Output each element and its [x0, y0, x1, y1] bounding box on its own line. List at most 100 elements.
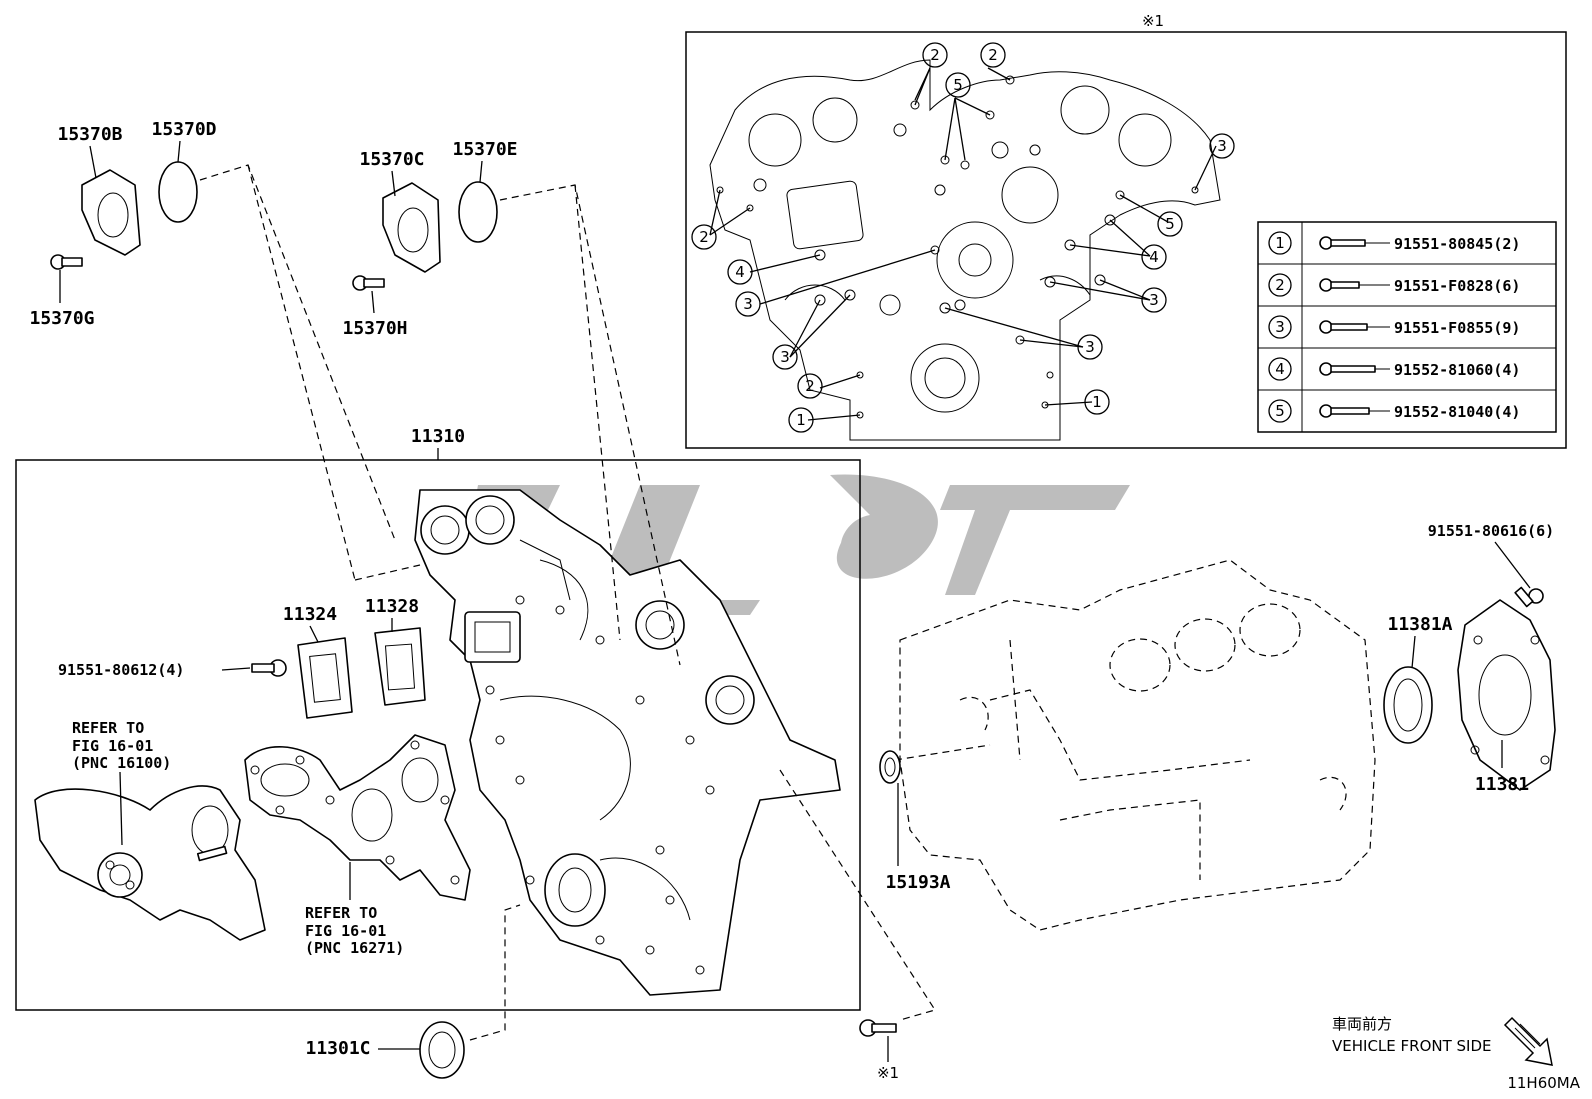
svg-text:3: 3 [1085, 338, 1095, 356]
svg-text:3: 3 [780, 348, 790, 366]
svg-text:5: 5 [1165, 215, 1175, 233]
bolt-table [1257, 221, 1557, 433]
svg-text:2: 2 [988, 46, 998, 64]
bolt-note-1: ※1 [859, 1019, 899, 1082]
seal-retainer-11381: 11381 [1457, 599, 1556, 795]
bolt-table-row: 3 91551-F0855(9) [1268, 315, 1520, 339]
svg-text:1: 1 [796, 411, 806, 429]
bolt-icon [1319, 320, 1390, 334]
svg-text:3: 3 [1217, 137, 1227, 155]
inset-callouts: 2 2 5 3 5 2 4 4 3 3 3 3 2 1 1 [691, 42, 1235, 433]
bolt-15370H: 15370H [342, 275, 408, 339]
callout-1: 1 [788, 407, 814, 433]
label-11301C: 11301C [305, 1038, 370, 1059]
o-ring-15370D: 15370D [151, 119, 217, 223]
bolt-table-row: 4 91552-81060(4) [1268, 357, 1520, 381]
svg-text:3: 3 [1149, 291, 1159, 309]
label-15370H: 15370H [342, 318, 407, 339]
callout-2: 2 [797, 373, 823, 399]
label-11381A: 11381A [1387, 614, 1452, 635]
callout-3: 3 [772, 344, 798, 370]
oil-seal-11381A: 11381A [1383, 614, 1453, 744]
cam-housing-cover-15370B: 15370B [57, 124, 141, 256]
vehicle-front-indicator: 車両前方 VEHICLE FRONT SIDE 11H60MA [1332, 1015, 1581, 1092]
water-pump-gasket [244, 734, 471, 901]
bolt-table-row: 5 91552-81040(4) [1268, 399, 1520, 423]
timing-cover-assembly: 11310 [15, 426, 861, 1011]
inset-frame [685, 31, 1567, 449]
note-symbol-label: ※1 [877, 1064, 899, 1082]
bolt-icon [1319, 404, 1390, 418]
oil-seal-11301C: 11301C [305, 1021, 465, 1079]
bolt-part: 91551-80845(2) [1394, 235, 1520, 253]
bolt-91551-80612: 91551-80612(4) [58, 659, 287, 679]
callout-3: 3 [1209, 133, 1235, 159]
callout-4: 4 [1141, 244, 1167, 270]
bolt-91551-80616: 91551-80616(6) [1428, 522, 1554, 608]
front-label-en: VEHICLE FRONT SIDE [1332, 1037, 1492, 1055]
refer-note-pnc-16100: REFER TO FIG 16-01 (PNC 16100) [72, 719, 171, 846]
svg-text:FIG 16-01: FIG 16-01 [305, 922, 386, 940]
callout-3: 3 [1141, 287, 1167, 313]
label-11310: 11310 [411, 426, 465, 447]
bolt-num: 5 [1275, 402, 1285, 420]
cylinder-block [899, 559, 1376, 931]
callout-2: 2 [922, 42, 948, 68]
label-15370G: 15370G [29, 308, 94, 329]
bolt-icon [1319, 236, 1390, 250]
label-11328: 11328 [365, 596, 419, 617]
callout-1: 1 [1084, 389, 1110, 415]
bolt-table-row: 1 91551-80845(2) [1268, 231, 1520, 255]
callout-2: 2 [691, 224, 717, 250]
label-15370E: 15370E [452, 139, 517, 160]
svg-text:(PNC 16100): (PNC 16100) [72, 754, 171, 772]
callout-4: 4 [727, 259, 753, 285]
bolt-icon [1319, 278, 1390, 292]
gasket-11324: 11324 [283, 604, 353, 719]
callout-3: 3 [1077, 334, 1103, 360]
refer-note-pnc-16271: REFER TO FIG 16-01 (PNC 16271) [305, 862, 404, 957]
seal-15193A: 15193A [879, 750, 951, 893]
front-label-jp: 車両前方 [1332, 1015, 1392, 1033]
bolt-table-row: 2 91551-F0828(6) [1268, 273, 1520, 297]
svg-text:2: 2 [699, 228, 709, 246]
svg-text:5: 5 [953, 76, 963, 94]
assembly-guide-lines [199, 164, 991, 1041]
cam-housing-cover-15370C: 15370C [359, 149, 441, 273]
svg-text:2: 2 [805, 377, 815, 395]
label-15370B: 15370B [57, 124, 122, 145]
svg-text:REFER TO: REFER TO [72, 719, 144, 737]
callout-5: 5 [1157, 211, 1183, 237]
bolt-num: 2 [1275, 276, 1285, 294]
bolt-location-inset: ※1 [685, 12, 1567, 449]
label-11324: 11324 [283, 604, 337, 625]
label-11381: 11381 [1475, 774, 1529, 795]
svg-text:FIG 16-01: FIG 16-01 [72, 737, 153, 755]
svg-text:4: 4 [1149, 248, 1159, 266]
bolt-num: 3 [1275, 318, 1285, 336]
bolt-icon [1319, 362, 1390, 376]
bolt-part: 91551-F0828(6) [1394, 277, 1520, 295]
callout-3: 3 [735, 291, 761, 317]
water-pump [34, 785, 266, 941]
o-ring-15370E: 15370E [452, 139, 518, 243]
svg-text:REFER TO: REFER TO [305, 904, 377, 922]
label-15370D: 15370D [151, 119, 216, 140]
bolt-part: 91552-81040(4) [1394, 403, 1520, 421]
bolt-num: 1 [1275, 234, 1285, 252]
svg-text:(PNC 16271): (PNC 16271) [305, 939, 404, 957]
diagram-code: 11H60MA [1507, 1074, 1580, 1092]
svg-text:1: 1 [1092, 393, 1102, 411]
bolt-part: 91551-F0855(9) [1394, 319, 1520, 337]
svg-text:2: 2 [930, 46, 940, 64]
inset-note-symbol: ※1 [1142, 12, 1164, 30]
svg-text:4: 4 [735, 263, 745, 281]
callout-5: 5 [945, 72, 971, 98]
label-15370C: 15370C [359, 149, 424, 170]
direction-arrow-icon [1503, 1016, 1553, 1066]
bolt-15370G: 15370G [29, 254, 95, 329]
bolt-num: 4 [1275, 360, 1285, 378]
label-91551-80612: 91551-80612(4) [58, 661, 184, 679]
label-91551-80616: 91551-80616(6) [1428, 522, 1554, 540]
